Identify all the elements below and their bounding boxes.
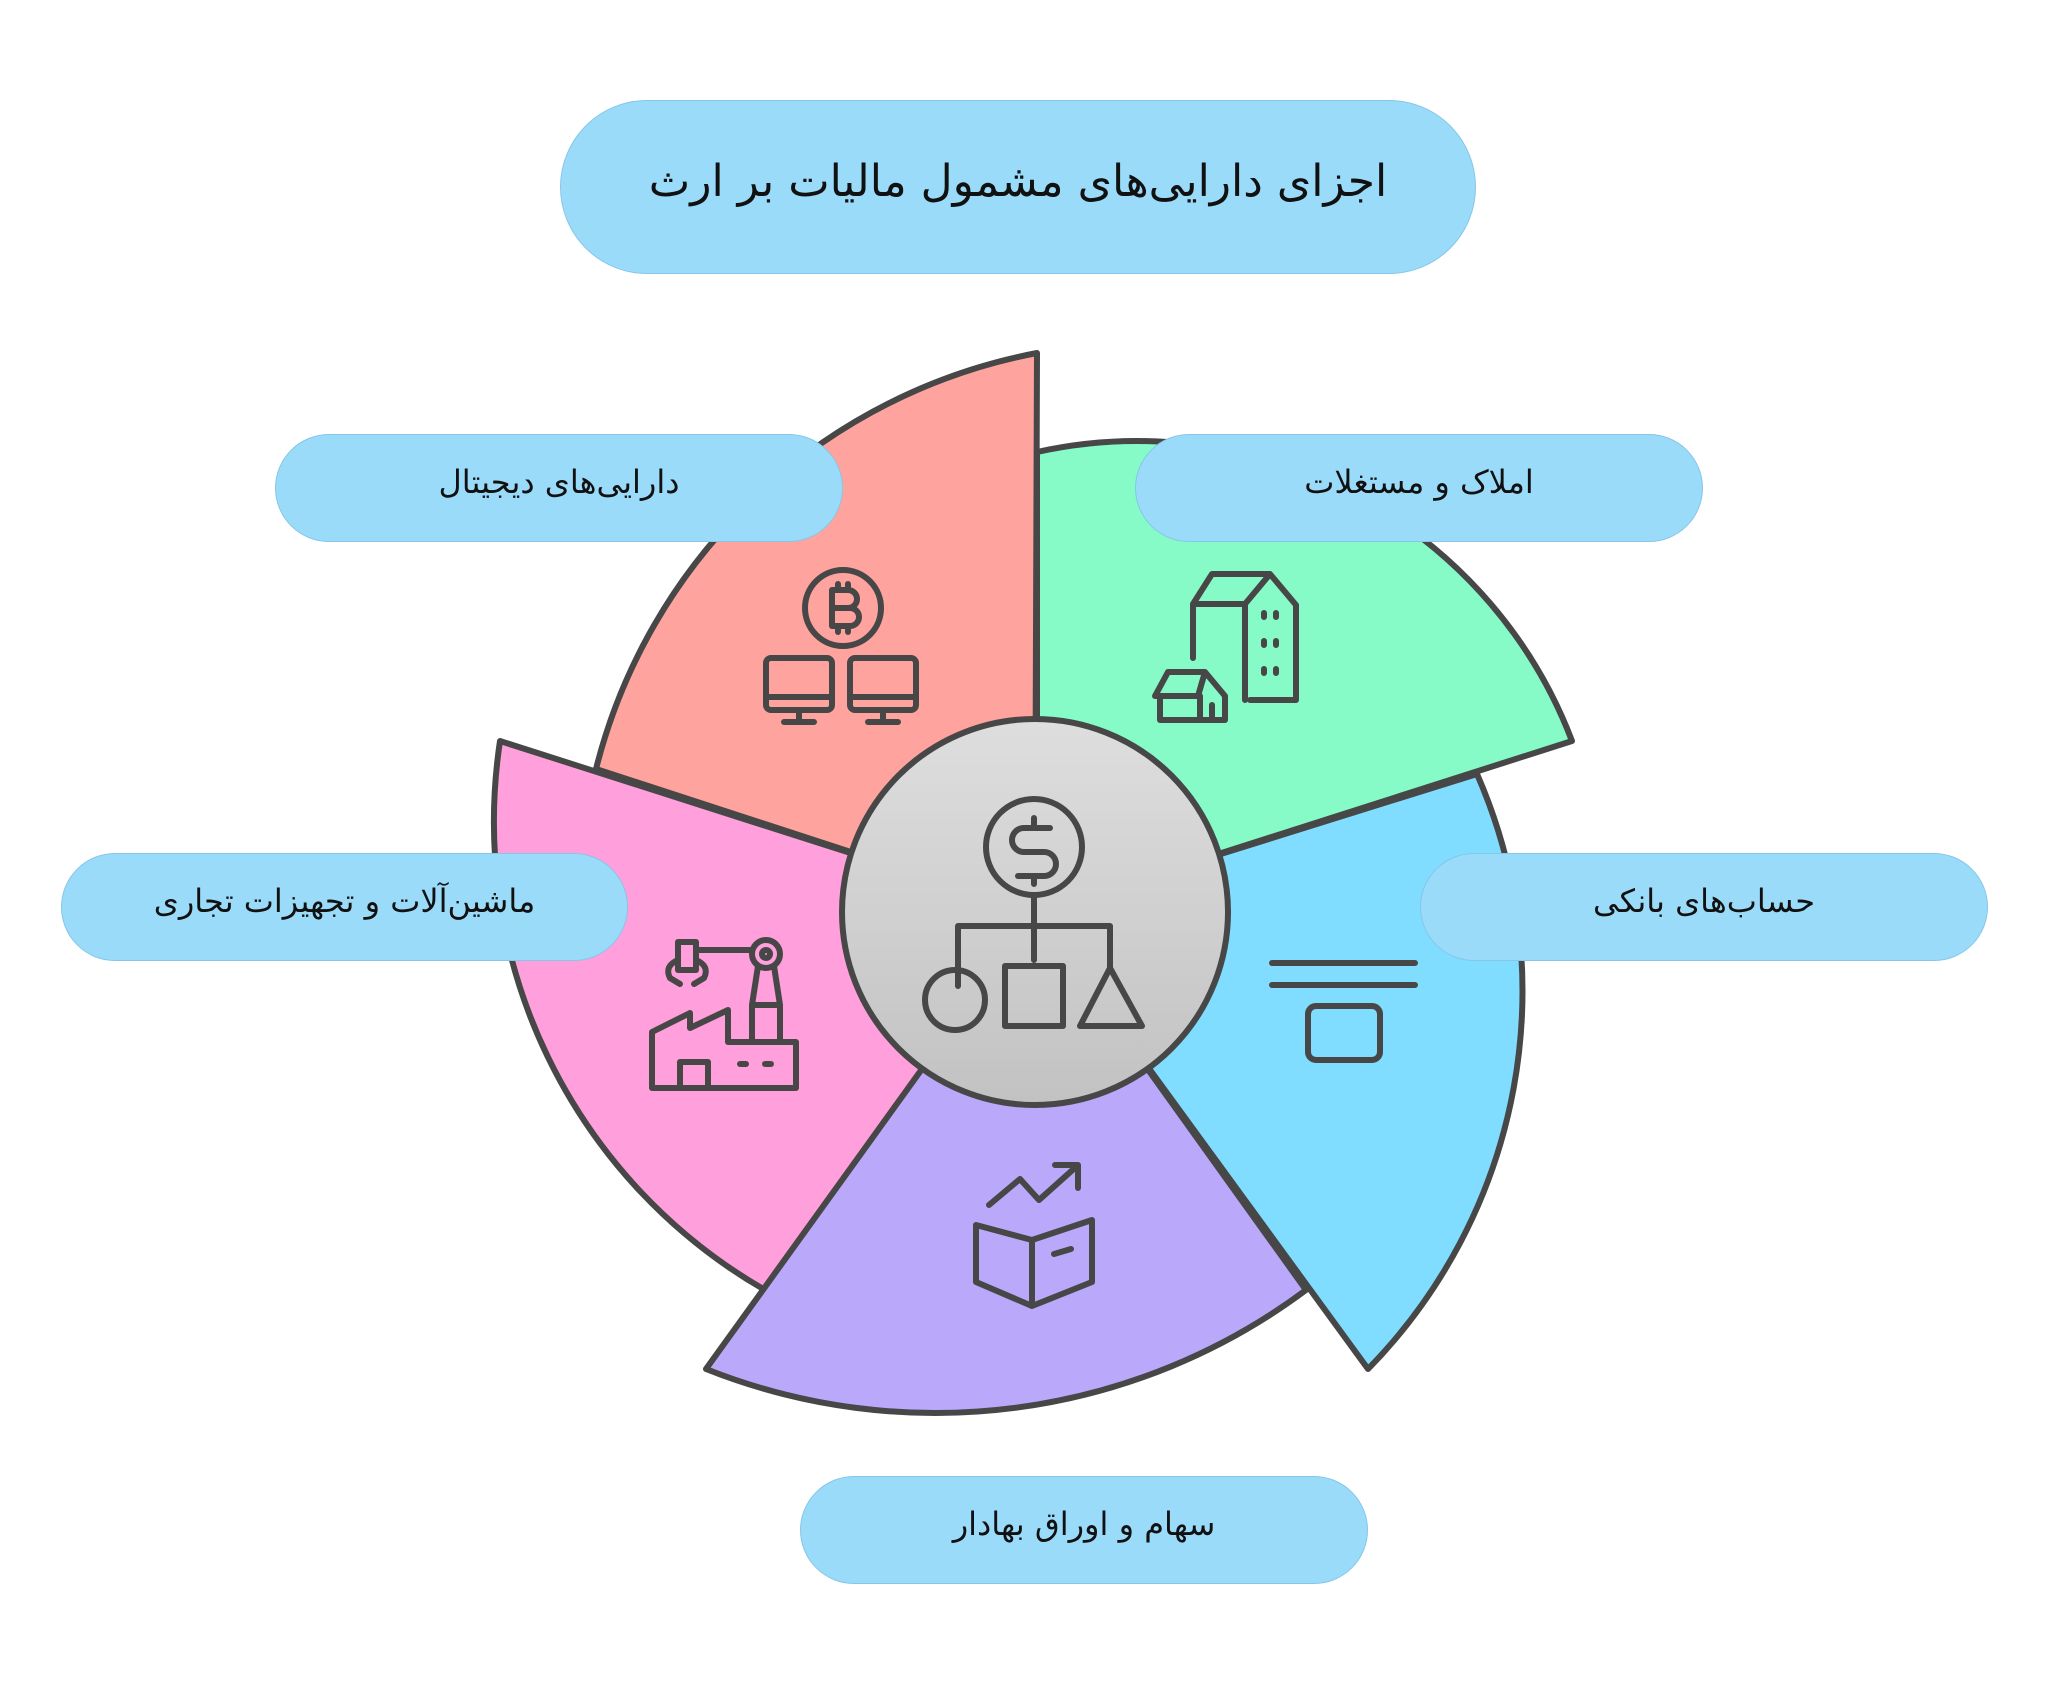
stock-growth-box-icon [973,1162,1095,1309]
page-title: اجزای دارایی‌های مشمول مالیات بر ارث [560,100,1476,274]
segment-stocks [703,909,1309,1416]
title-text: اجزای دارایی‌های مشمول مالیات بر ارث [648,155,1388,207]
label-real-estate: املاک و مستغلات [1135,434,1703,542]
label-machinery: ماشین‌آلات و تجهیزات تجاری [61,853,628,961]
label-text: املاک و مستغلات [1304,463,1534,501]
label-text: حساب‌های بانکی [1593,882,1815,920]
bank-card-icon [1269,960,1418,1063]
asset-hierarchy-dollar-icon [922,796,1145,1033]
label-digital-assets: دارایی‌های دیجیتال [275,434,843,542]
label-text: دارایی‌های دیجیتال [438,463,680,501]
factory-robot-arm-icon [649,937,799,1091]
label-text: سهام و اوراق بهادار [952,1505,1216,1543]
label-bank-accounts: حساب‌های بانکی [1420,853,1988,961]
bitcoin-network-icon [763,567,919,725]
label-text: ماشین‌آلات و تجهیزات تجاری [153,882,536,920]
label-stocks: سهام و اوراق بهادار [800,1476,1368,1584]
buildings-icon [1152,571,1299,723]
